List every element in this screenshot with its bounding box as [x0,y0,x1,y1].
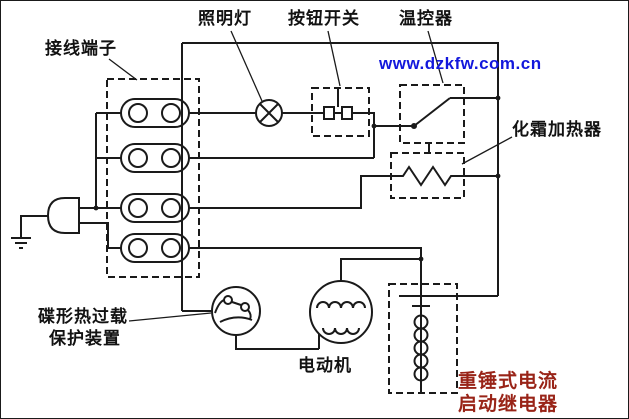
leader-overload [128,312,212,322]
terminal-block-dashed-box [106,78,200,278]
label-push-button: 按钮开关 [288,9,360,28]
terminal-block-symbol [106,78,200,278]
start-relay-symbol [388,283,458,394]
label-overload-line1: 碟形热过载 [38,307,128,326]
leader-lamp [230,30,263,102]
ground-symbol [11,237,31,249]
motor-circle [309,280,373,344]
lamp-symbol [255,99,283,127]
label-motor: 电动机 [298,356,352,375]
start-relay-dashed-box [388,283,458,394]
label-terminal-block: 接线端子 [45,39,117,58]
leader-heater [461,136,513,165]
label-thermostat: 温控器 [399,9,453,28]
motor-main-winding [316,301,366,309]
overload-protector-circle [211,286,261,336]
push-button-symbol [311,87,370,137]
leader-thermostat [427,30,444,84]
motor-start-winding [322,327,360,335]
overload-protector-symbol [211,286,261,336]
junction-dots [93,95,501,262]
watermark-url: www.dzkfw.com.cn [379,54,542,73]
leader-button [327,30,341,87]
label-defrost-heater: 化霜加热器 [512,120,602,139]
label-lamp: 照明灯 [198,9,252,28]
wire-rails [20,42,499,350]
heater-resistor [391,165,464,187]
leader-lines [108,30,513,322]
thermostat-blade [413,97,451,127]
relay-plunger [412,296,430,392]
plug-body [46,197,80,234]
leader-terminal [108,58,138,81]
label-relay-line1: 重锤式电流 [458,371,559,392]
label-overload-line2: 保护装置 [49,329,121,348]
defrost-heater-symbol [390,152,465,199]
label-relay-line2: 启动继电器 [458,394,559,415]
motor-symbol [309,280,373,344]
lamp-circle [255,99,283,127]
plug-symbol [46,197,80,234]
wires [20,42,499,350]
thermostat-symbol [399,84,465,144]
thermostat-dashed-box [399,84,465,144]
